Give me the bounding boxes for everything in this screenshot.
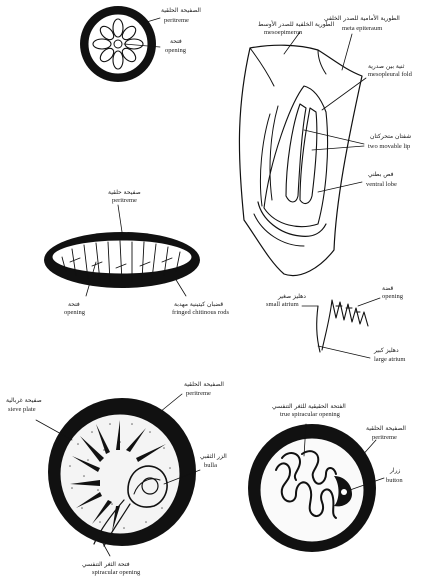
figure-a-opening-en: opening xyxy=(165,47,187,54)
figure-d-small-atrium-ar: دهليز صغير xyxy=(277,293,306,300)
figure-e-sieve-plate-ar: صفيحة غربالية xyxy=(6,397,42,404)
figure-f-button-ar: زرار xyxy=(389,467,400,474)
figure-e-bulla-ar: الزر الثقبي xyxy=(200,453,227,460)
figure-b-fold-ar: ثنية بين صدرية xyxy=(368,63,405,70)
figure-b-lips-ar: شفتان متحركتان xyxy=(370,133,411,140)
figure-b-mesoepimeron-en: mesoepimeron xyxy=(264,29,303,36)
figure-d-opening-ar: قضة xyxy=(382,285,393,292)
figure-c-opening-ar: فتحة xyxy=(68,301,80,308)
figure-f-peritreme-en: peritreme xyxy=(372,434,397,441)
figure-e-peritreme-en: peritreme xyxy=(186,390,211,397)
figure-a-peritreme-ar: الصفيحة الحلقية xyxy=(161,7,201,14)
figure-f-button-core xyxy=(341,489,347,495)
figure-b-ventral-lobe xyxy=(258,202,326,236)
figure-a: الصفيحة الحلقية peritreme فتحة opening xyxy=(80,6,201,82)
figure-d-large-atrium-ar: دهليز كبير xyxy=(373,347,399,354)
figure-e-bulla-en: bulla xyxy=(204,462,217,469)
figure-f-peritreme-ar: الصفيحة الحلقية xyxy=(366,425,406,432)
figure-f-button-en: button xyxy=(386,477,403,484)
figure-b-metaepisternum-ar: الطورية الأمامية للصدر الخلفي xyxy=(324,14,400,22)
figure-d-large-atrium-en: large atrium xyxy=(374,356,405,363)
figure-d: دهليز صغير small atrium قضة opening دهلي… xyxy=(266,285,405,363)
figure-e-peritreme-ar: الصفيحة الحلقية xyxy=(184,381,224,388)
figure-e-spiracular-en: spiracular opening xyxy=(92,569,141,576)
figure-c-peritreme-en: peritreme xyxy=(112,197,137,204)
figure-e-sieve-plate-en: sieve plate xyxy=(8,406,36,413)
figure-e: الصفيحة الحلقية peritreme صفيحة غربالية … xyxy=(6,381,227,576)
figure-c-peritreme-ar: صفيحة حلقية xyxy=(108,189,141,196)
figure-f-true-opening-en: true spiracular opening xyxy=(280,411,341,418)
figure-a-opening xyxy=(114,40,122,48)
figure-a-opening-ar: فتحة xyxy=(170,38,182,45)
figure-d-small-atrium-en: small atrium xyxy=(266,301,299,308)
figure-e-spiracular-opening-ar: فتحة الثغر التنفسي xyxy=(82,561,130,568)
figure-c: صفيحة حلقية peritreme فتحة opening قضبان… xyxy=(44,189,230,316)
figure-c-opening-en: opening xyxy=(64,309,86,316)
figure-c-rods-en: fringed chitinous rods xyxy=(172,309,230,316)
figure-a-peritreme-en: peritreme xyxy=(164,17,189,24)
figure-b: الطورية الخلفية للصدر الأوسط mesoepimero… xyxy=(239,14,412,276)
figure-f-true-opening-ar: الفتحة الحقيقية للثغر التنفسي xyxy=(272,403,346,410)
figure-d-atrium-tube xyxy=(322,300,368,350)
figure-c-rods-ar: قضبان كيتينية مهدبة xyxy=(174,301,223,308)
figure-b-lobe-ar: فص بطني xyxy=(368,171,394,178)
figure-b-spiracle-outer xyxy=(264,86,328,227)
figure-b-fold-en: mesopleural fold xyxy=(368,71,413,78)
figure-b-lobe-en: ventral lobe xyxy=(366,181,397,188)
figure-b-metaepisternum-en: meta epiteraum xyxy=(342,25,382,32)
figure-d-opening-en: opening xyxy=(382,293,404,300)
figure-b-movable-lip-right xyxy=(300,108,317,203)
figure-f: الفتحة الحقيقية للثغر التنفسي true spira… xyxy=(248,403,406,552)
figure-b-lips-en: two movable lip xyxy=(368,143,410,150)
